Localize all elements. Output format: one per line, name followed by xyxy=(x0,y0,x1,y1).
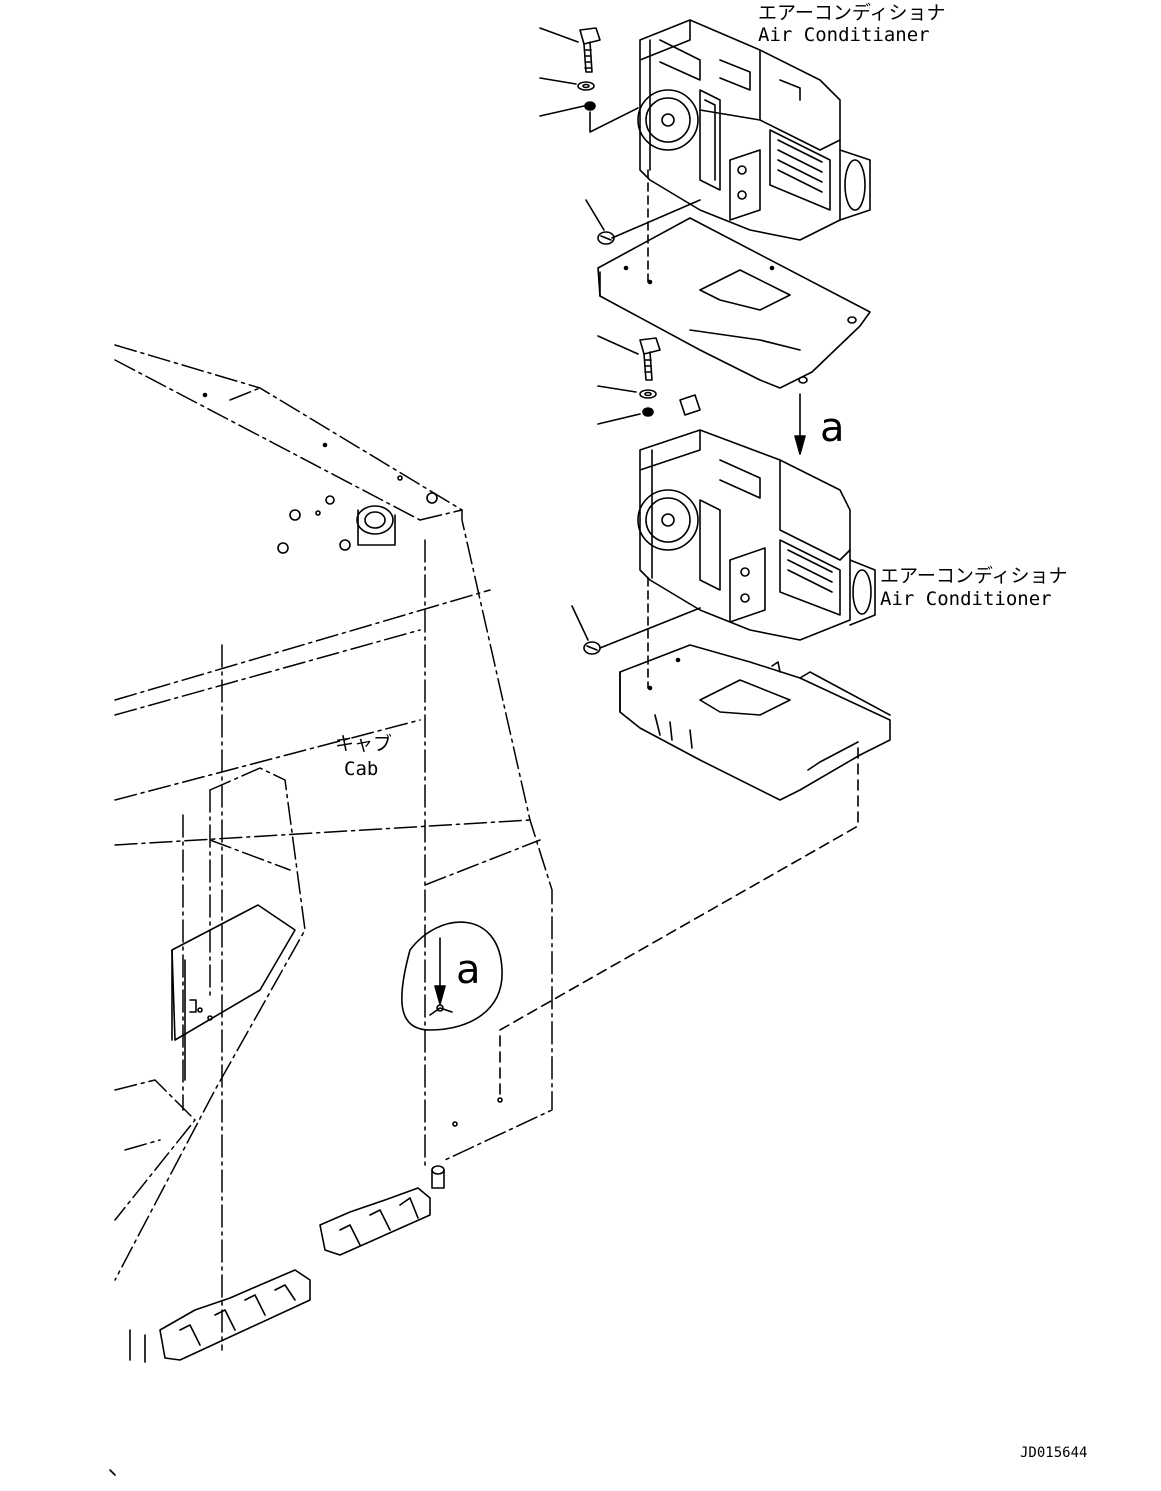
arrow-a-detail-label: a xyxy=(456,947,481,993)
arrow-a-top-label: a xyxy=(820,405,845,451)
bolt-bottom xyxy=(597,335,661,381)
washer-top xyxy=(539,77,595,91)
ac-bottom-label-en: Air Conditioner xyxy=(880,588,1052,610)
cab-label-jp: キャブ xyxy=(335,733,393,755)
cab-bottom-feet xyxy=(109,1165,445,1476)
mounting-plate-top xyxy=(597,217,871,389)
cab-mount-hole xyxy=(452,1121,458,1127)
air-conditioner-unit-top xyxy=(637,19,871,241)
clip-bottom xyxy=(571,605,701,655)
drawing-id: JD015644 xyxy=(1020,1445,1088,1461)
mount-point xyxy=(497,1097,503,1103)
cab-side-bracket xyxy=(171,904,296,1081)
nut-top xyxy=(539,101,639,133)
ac-top-label-jp: エアーコンディショナ xyxy=(758,2,946,24)
leader-tray-to-cab xyxy=(499,747,859,1099)
arrow-a-top xyxy=(794,393,806,455)
detail-callout-a xyxy=(401,921,503,1031)
bolt-top xyxy=(539,27,601,73)
washer-bottom xyxy=(597,385,657,399)
ac-top-label-en: Air Conditianer xyxy=(758,24,930,46)
mounting-tray-bottom xyxy=(619,644,891,801)
cab-roof-details xyxy=(202,392,438,554)
air-conditioner-unit-bottom xyxy=(637,394,876,641)
clip-top xyxy=(585,199,701,245)
ac-bottom-label-jp: エアーコンディショナ xyxy=(880,565,1068,587)
cab-label-en: Cab xyxy=(344,758,379,780)
nut-bottom xyxy=(597,407,654,425)
cab-outline xyxy=(114,344,553,1351)
